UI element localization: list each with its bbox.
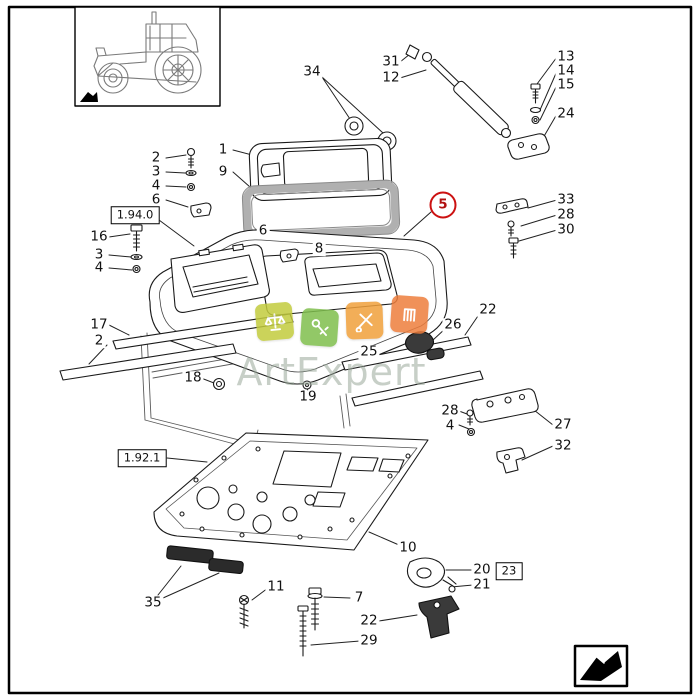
part-angle-bracket (418, 595, 460, 639)
callout-30: 30 (555, 221, 577, 238)
part-screw-29 (297, 605, 309, 657)
callout-14: 14 (555, 62, 577, 79)
callout-22: 22 (477, 301, 499, 318)
callout-3: 3 (149, 163, 163, 180)
part-screws-left (185, 147, 197, 192)
callout-35: 35 (142, 594, 164, 611)
callout-2: 2 (149, 149, 163, 166)
part-rubber-clips (404, 331, 445, 361)
callout-7: 7 (352, 589, 366, 606)
callout-34: 34 (301, 63, 323, 80)
part-hinge-hardware (507, 83, 550, 160)
part-front-hatch-frame (170, 243, 270, 313)
callout-6: 6 (149, 191, 163, 208)
callout-33: 33 (555, 191, 577, 208)
callout-19: 19 (297, 388, 319, 405)
leader-lines (88, 53, 558, 646)
callout-1.92.1: 1.92.1 (117, 449, 167, 467)
callout-3: 3 (92, 246, 106, 263)
callout-1: 1 (216, 141, 230, 158)
callout-27: 27 (552, 416, 574, 433)
callout-4: 4 (149, 177, 163, 194)
callout-26: 26 (442, 316, 464, 333)
callout-22: 22 (358, 612, 380, 629)
callout-20: 20 (471, 561, 493, 578)
callout-24: 24 (555, 105, 577, 122)
callout-10: 10 (397, 539, 419, 556)
callout-31: 31 (380, 53, 402, 70)
part-grommets (344, 116, 397, 151)
callout-16: 16 (88, 228, 110, 245)
part-gas-strut (405, 44, 512, 139)
part-bolt-16 (130, 224, 143, 274)
callout-13: 13 (555, 48, 577, 65)
part-bracket-32 (496, 447, 526, 474)
callout-1.94.0: 1.94.0 (110, 206, 160, 224)
part-foam-pads (166, 545, 244, 574)
part-bolt-7 (307, 587, 323, 631)
part-headliner-panel (153, 432, 429, 551)
part-latch-brackets (190, 202, 299, 263)
callout-18: 18 (182, 369, 204, 386)
tractor-thumbnail (74, 6, 221, 107)
callout-4: 4 (443, 417, 457, 434)
callout-29: 29 (358, 632, 380, 649)
part-bracket-27 (466, 388, 539, 437)
part-grommet-18 (212, 377, 312, 391)
callout-6: 6 (256, 222, 270, 239)
part-screw-11 (238, 594, 250, 629)
callout-9: 9 (216, 163, 230, 180)
callout-21: 21 (471, 576, 493, 593)
callout-17: 17 (88, 316, 110, 333)
callout-25: 25 (358, 343, 380, 360)
part-inner-frame (304, 252, 392, 296)
callout-4: 4 (92, 259, 106, 276)
part-latch-hook (406, 557, 457, 593)
callout-11: 11 (265, 578, 287, 595)
callout-15: 15 (555, 76, 577, 93)
page-border (7, 5, 693, 695)
callout-28: 28 (555, 206, 577, 223)
part-seal-strips (59, 313, 484, 407)
callout-28: 28 (439, 402, 461, 419)
callout-2: 2 (92, 332, 106, 349)
mini-logo-icon (80, 92, 98, 102)
brand-logo (573, 644, 629, 688)
callout-23: 23 (495, 562, 523, 580)
callout-5: 5 (429, 191, 457, 219)
part-bracket-33 (495, 198, 529, 259)
callout-32: 32 (552, 437, 574, 454)
callout-8: 8 (312, 240, 326, 257)
callout-12: 12 (380, 69, 402, 86)
